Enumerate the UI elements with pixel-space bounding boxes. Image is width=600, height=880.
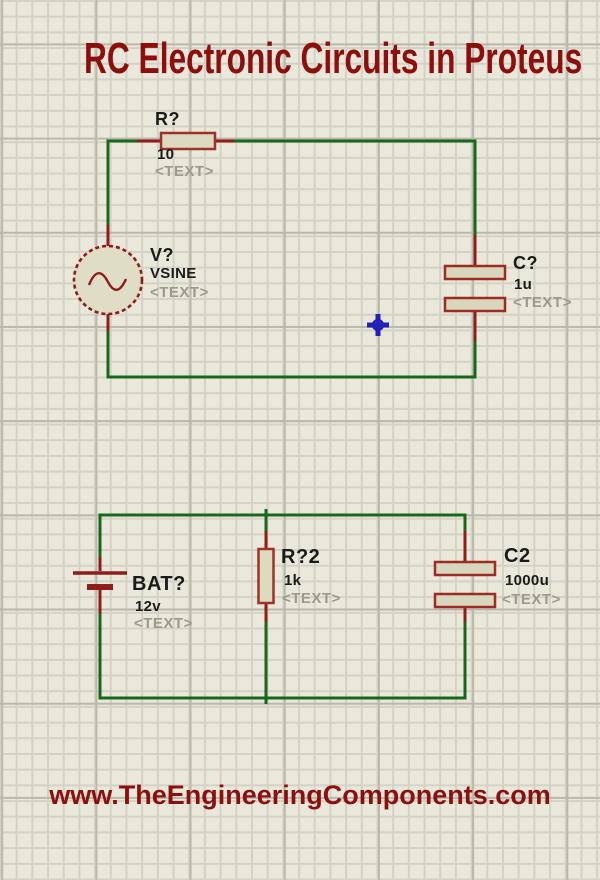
circuit2-wires[interactable] [98, 509, 467, 704]
circuit2 [73, 509, 497, 704]
circuit1 [72, 131, 507, 379]
resistor2-text-placeholder[interactable]: <TEXT> [282, 590, 341, 607]
battery-ref-label[interactable]: BAT? [132, 573, 186, 595]
sine-wave-icon [87, 272, 128, 291]
resistor-ref-label[interactable]: R? [155, 109, 180, 129]
battery-value-label[interactable]: 12v [135, 598, 161, 615]
origin-marker-icon [367, 314, 389, 336]
resistor2-ref-label[interactable]: R?2 [281, 546, 321, 568]
capacitor-c2-plate-top[interactable] [433, 560, 497, 577]
capacitor-c2-plate-bottom[interactable] [433, 592, 497, 609]
resistor2-body[interactable] [257, 547, 275, 605]
capacitor-c1-value-label[interactable]: 1u [514, 276, 533, 293]
capacitor-c1-plate-bottom[interactable] [443, 296, 507, 313]
capacitor-c2-value-label[interactable]: 1000u [505, 572, 550, 589]
battery[interactable] [73, 557, 127, 613]
capacitor-c1-plate-top[interactable] [443, 264, 507, 281]
resistor-vertical[interactable] [257, 531, 275, 622]
vsine-text-placeholder[interactable]: <TEXT> [150, 284, 209, 301]
page-title: RC Electronic Circuits in Proteus [83, 34, 583, 83]
resistor-text-placeholder[interactable]: <TEXT> [155, 163, 214, 180]
vsine-ref-label[interactable]: V? [150, 245, 175, 265]
resistor2-value-label[interactable]: 1k [284, 572, 302, 589]
resistor-body[interactable] [159, 131, 217, 151]
capacitor-c1[interactable] [443, 235, 507, 341]
battery-text-placeholder[interactable]: <TEXT> [134, 615, 193, 632]
capacitor-c2[interactable] [433, 531, 497, 622]
capacitor-c2-text-placeholder[interactable]: <TEXT> [502, 591, 561, 608]
resistor-horizontal[interactable] [137, 131, 234, 151]
watermark-url: www.TheEngineeringComponents.com [49, 780, 551, 810]
capacitor-c1-ref-label[interactable]: C? [513, 253, 538, 273]
resistor-value-label[interactable]: 10 [157, 146, 175, 163]
capacitor-c1-text-placeholder[interactable]: <TEXT> [513, 294, 572, 311]
vsine-value-label[interactable]: VSINE [150, 265, 197, 282]
capacitor-c2-ref-label[interactable]: C2 [504, 545, 531, 567]
vsine-source[interactable] [72, 225, 144, 331]
